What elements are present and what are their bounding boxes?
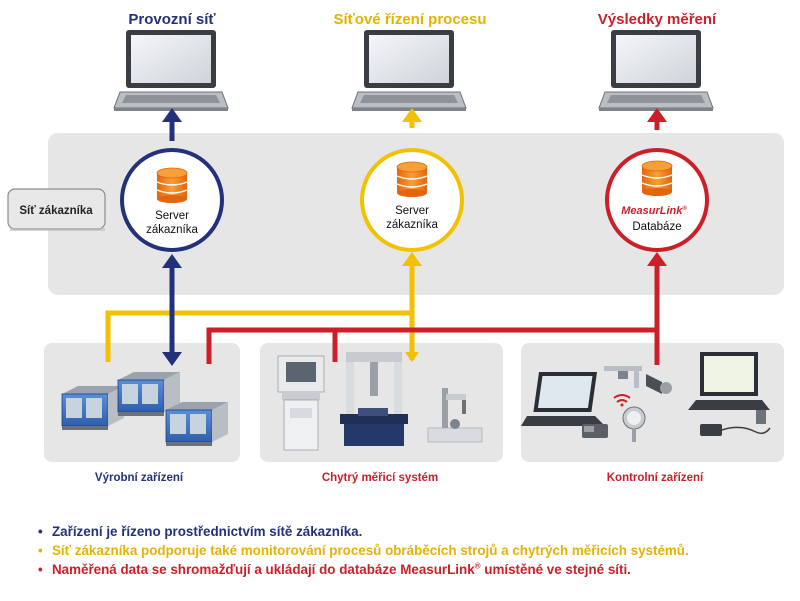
laptop-icon-right — [598, 30, 714, 111]
server-center-line1: Server — [395, 205, 429, 217]
inspection-equipment-photo — [521, 352, 771, 442]
bullet-text: Zařízení je řízeno prostřednictvím sítě … — [52, 524, 363, 539]
bullet-item: • Síť zákazníka podporuje také monitorová… — [38, 541, 689, 560]
registered-mark: ® — [474, 561, 481, 571]
server-left-line2: zákazníka — [146, 224, 198, 236]
server-left: Server zákazníka — [120, 148, 224, 252]
yellow-arrow-up-server — [402, 252, 422, 266]
bullet-dot-icon: • — [38, 524, 43, 539]
blue-arrow-up-server — [162, 254, 182, 268]
yellow-arrow-up-top — [402, 108, 422, 122]
server-right-line2: Databáze — [632, 221, 681, 233]
label-sitove-rizeni: Síťové řízení procesu — [333, 11, 486, 28]
blue-arrow-up-top — [162, 108, 182, 122]
production-machines-photo — [61, 372, 228, 446]
label-vysledky-mereni: Výsledky měření — [598, 11, 717, 28]
laptop-icon-center — [351, 30, 467, 111]
bullet-item: • Zařízení je řízeno prostřednictvím sítě… — [38, 522, 689, 541]
bullet-text: umístěné ve stejné síti. — [480, 562, 631, 577]
database-icon — [641, 160, 673, 196]
red-arrow-up-top — [647, 108, 667, 122]
caption-kontrolni-zarizeni: Kontrolní zařízení — [607, 472, 704, 484]
smart-measuring-system-photo — [277, 352, 483, 451]
red-arrow-up-server — [647, 252, 667, 266]
measurlink-logo: MeasurLink® — [621, 205, 687, 217]
bullet-dot-icon: • — [38, 562, 43, 577]
server-left-line1: Server — [155, 210, 189, 222]
network-label: Síť zákazníka — [19, 205, 93, 217]
bullet-item: • Naměřená data se shromažďují a ukládají… — [38, 560, 689, 579]
bullet-text: Síť zákazníka podporuje také monitorován… — [52, 543, 689, 558]
server-right: MeasurLink® Databáze — [605, 148, 709, 252]
caption-chytry-merici-system: Chytrý měřicí systém — [322, 472, 438, 484]
label-provozni-sit: Provozní síť — [128, 11, 216, 28]
caption-vyrobni-zarizeni: Výrobní zařízení — [95, 472, 184, 484]
blue-arrow-down-devices — [162, 352, 182, 366]
database-icon — [396, 161, 428, 197]
database-icon — [156, 167, 188, 203]
bullet-text: Naměřená data se shromažďují a ukládají … — [52, 562, 475, 577]
bullet-list: • Zařízení je řízeno prostřednictvím sítě… — [38, 522, 689, 579]
bullet-dot-icon: • — [38, 543, 43, 558]
yellow-arrow-down-center — [405, 352, 419, 362]
server-center-line2: zákazníka — [386, 219, 438, 231]
server-center: Server zákazníka — [360, 148, 464, 252]
laptop-icon-left — [113, 30, 229, 111]
